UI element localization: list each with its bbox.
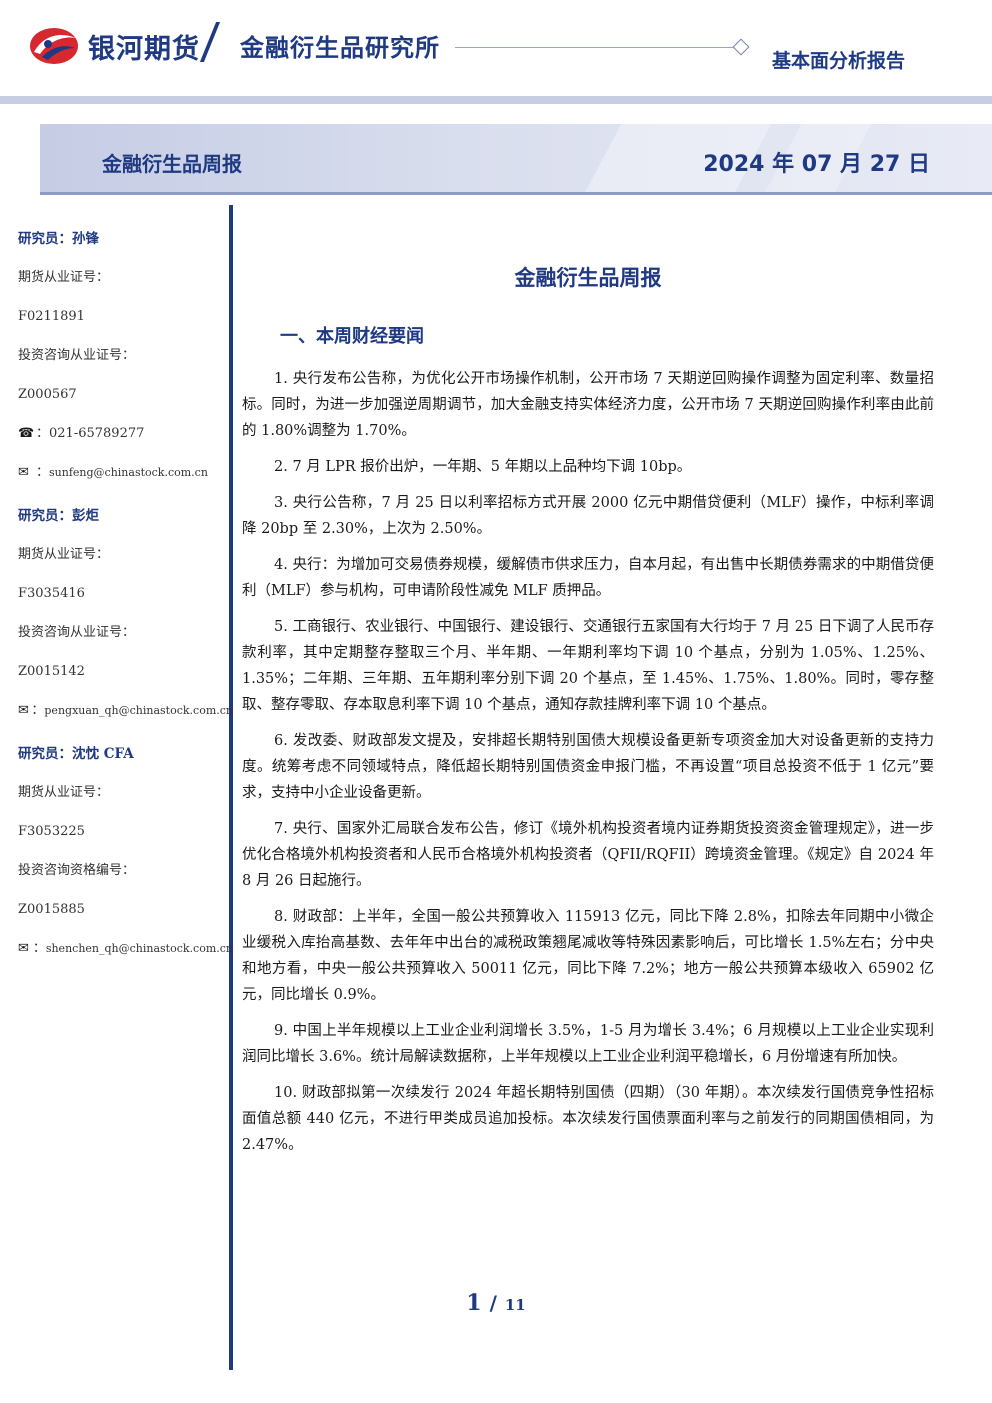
news-item: 3. 央行公告称，7 月 25 日以利率招标方式开展 2000 亿元中期借贷便利… (242, 495, 934, 537)
page-separator: / (489, 1291, 497, 1315)
consult-license-id: Z0015885 (18, 902, 85, 917)
phone-number: 021-65789277 (49, 426, 145, 441)
email-address[interactable]: pengxuan_qh@chinastock.com.cn (44, 704, 233, 717)
researcher-name: 研究员：孙锋 (18, 231, 99, 247)
email-icon: ✉ (18, 465, 29, 480)
email-separator: ： (32, 941, 46, 956)
page-number: 1 / 11 (0, 1290, 992, 1316)
header-band (0, 96, 992, 104)
futures-license-label: 期货从业证号： (18, 547, 110, 562)
researcher-phone: ☎：021-65789277 (18, 423, 233, 462)
news-item: 1. 央行发布公告称，为优化公开市场操作机制，公开市场 7 天期逆回购操作调整为… (242, 371, 934, 439)
phone-separator: ： (36, 426, 50, 441)
page-total: 11 (504, 1296, 526, 1314)
email-separator: ： (36, 465, 50, 480)
report-date: 2024 年 07 月 27 日 (703, 152, 930, 177)
brand-name: 银河期货 (88, 33, 200, 65)
futures-license-label: 期货从业证号： (18, 785, 110, 800)
futures-license-id: F3053225 (18, 824, 85, 839)
consult-license-id: Z0015142 (18, 664, 85, 679)
consult-license-id: Z000567 (18, 387, 77, 402)
news-item: 10. 财政部拟第一次续发行 2024 年超长期特别国债（四期）（30 年期）。… (242, 1085, 934, 1153)
researcher-name: 研究员：彭炬 (18, 508, 99, 524)
email-icon: ✉ (18, 941, 29, 956)
page-header: 银河期货 金融衍生品研究所 基本面分析报告 (0, 0, 992, 100)
news-item: 5. 工商银行、农业银行、中国银行、建设银行、交通银行五家国有大行均于 7 月 … (242, 619, 934, 713)
banner-title: 金融衍生品周报 (102, 152, 242, 176)
futures-license-id: F0211891 (18, 309, 85, 324)
futures-license-id: F3035416 (18, 586, 85, 601)
report-type: 基本面分析报告 (772, 50, 906, 72)
email-address[interactable]: shenchen_qh@chinastock.com.cn (45, 942, 233, 955)
email-address[interactable]: sunfeng@chinastock.com.cn (49, 466, 208, 479)
main-content: 金融衍生品周报 一、本周财经要闻 1. 央行发布公告称，为优化公开市场操作机制，… (242, 262, 934, 1168)
news-item: 2. 7 月 LPR 报价出炉，一年期、5 年期以上品种均下调 10bp。 (274, 459, 692, 475)
consult-license-label: 投资咨询资格编号： (18, 863, 136, 878)
consult-license-label: 投资咨询从业证号： (18, 625, 136, 640)
researcher-email[interactable]: ✉：shenchen_qh@chinastock.com.cn (18, 938, 233, 977)
header-rule (455, 47, 735, 48)
galaxy-logo-icon (30, 28, 78, 64)
news-item: 8. 财政部：上半年，全国一般公共预算收入 115913 亿元，同比下降 2.8… (242, 909, 934, 1003)
email-separator: ： (31, 703, 45, 718)
researcher-email[interactable]: ✉：pengxuan_qh@chinastock.com.cn (18, 700, 233, 739)
news-item: 6. 发改委、财政部发文提及，安排超长期特别国债大规模设备更新专项资金加大对设备… (242, 733, 934, 801)
company-logo: 银河期货 (28, 24, 200, 68)
researcher-sidebar: 研究员：孙锋 期货从业证号： F0211891 投资咨询从业证号： Z00056… (18, 228, 233, 977)
researcher-name: 研究员：沈忱 CFA (18, 746, 134, 762)
news-item: 9. 中国上半年规模以上工业企业利润增长 3.5%，1-5 月为增长 3.4%；… (242, 1023, 934, 1065)
futures-license-label: 期货从业证号： (18, 270, 110, 285)
page-current: 1 (466, 1290, 482, 1316)
document-title: 金融衍生品周报 (514, 266, 662, 290)
phone-icon: ☎ (18, 426, 35, 441)
title-banner: 金融衍生品周报 2024 年 07 月 27 日 (40, 124, 992, 192)
diamond-icon (732, 38, 750, 56)
email-icon: ✉ (18, 703, 29, 718)
news-item: 7. 央行、国家外汇局联合发布公告，修订《境外机构投资者境内证券期货投资资金管理… (242, 821, 934, 889)
banner-underline (40, 192, 992, 195)
section-heading: 一、本周财经要闻 (280, 326, 424, 347)
institute-name: 金融衍生品研究所 (240, 34, 440, 62)
researcher-email[interactable]: ✉ ：sunfeng@chinastock.com.cn (18, 462, 233, 501)
news-item: 4. 央行：为增加可交易债券规模，缓解债市供求压力，自本月起，有出售中长期债券需… (242, 557, 934, 599)
consult-license-label: 投资咨询从业证号： (18, 348, 136, 363)
header-slash (199, 22, 221, 62)
sidebar-divider (229, 205, 233, 1370)
